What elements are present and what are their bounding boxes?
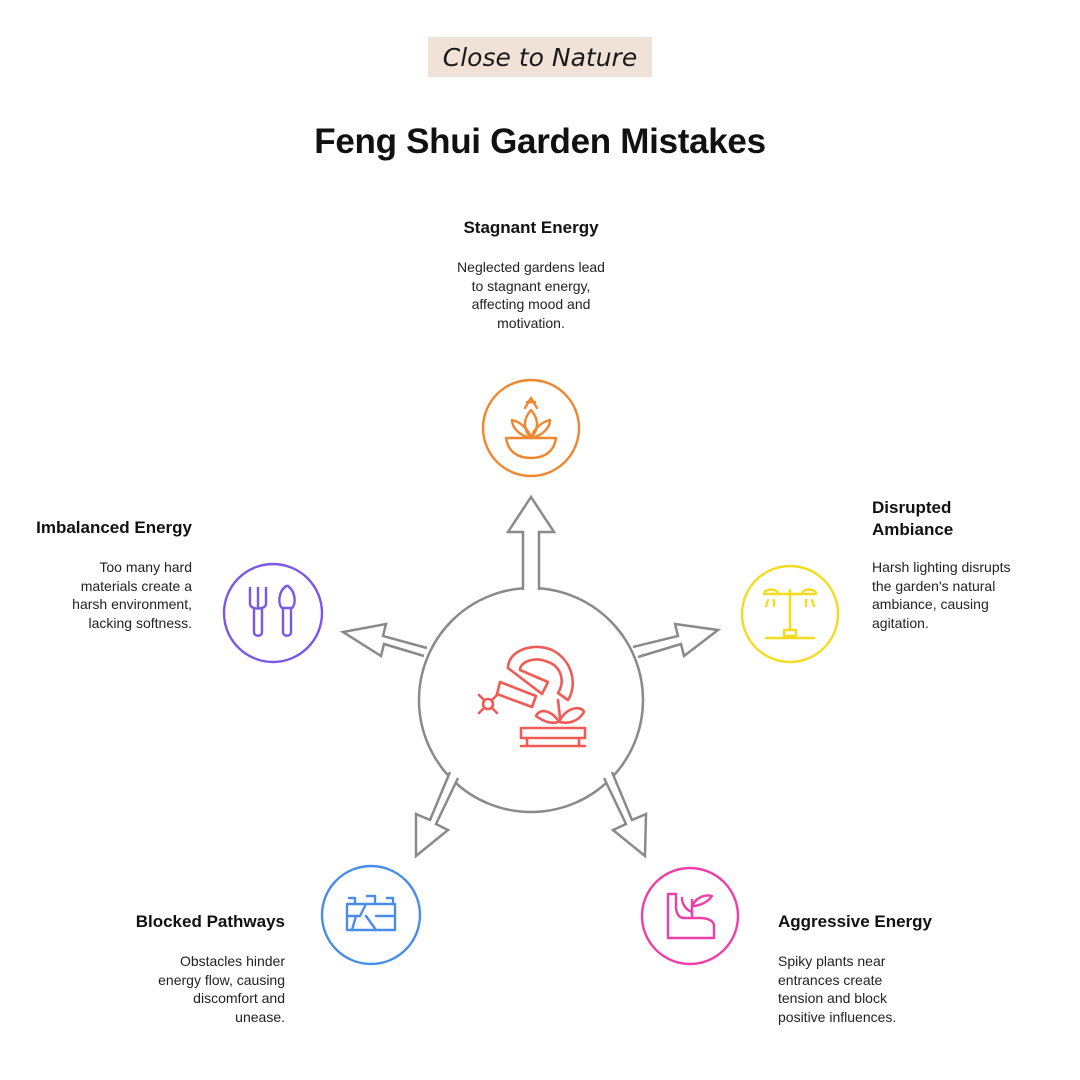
garden-mistake-icon <box>477 645 587 748</box>
desc-line: ambiance, causing <box>872 596 989 612</box>
arrow-down-right <box>602 771 648 859</box>
brand-label: Close to Nature <box>428 37 652 77</box>
arrow-down-left <box>414 771 460 859</box>
lotus-bowl-icon <box>481 378 581 478</box>
imbalanced-energy-title: Imbalanced Energy <box>36 518 192 537</box>
desc-line: materials create a <box>80 577 192 594</box>
desc-line: discomfort and <box>193 990 285 1006</box>
garden-tools-icon <box>222 562 324 664</box>
desc-line: entrances create <box>778 971 883 988</box>
desc-line: Too many hard <box>99 559 192 575</box>
street-lamp-icon <box>740 564 840 664</box>
desc-line: motivation. <box>497 314 565 331</box>
cracked-path-icon <box>320 864 422 966</box>
spiky-plant-icon <box>640 866 740 966</box>
blocked-pathways-title: Blocked Pathways <box>135 912 285 931</box>
desc-line: the garden's natural <box>872 577 996 594</box>
aggressive-energy-title: Aggressive Energy <box>778 912 933 931</box>
disrupted-ambiance-title: Disrupted Ambiance <box>872 497 1052 541</box>
desc-line: agitation. <box>872 614 929 631</box>
arrow-left <box>339 622 428 658</box>
blocked-pathways-desc: Obstacles hinder energy flow, causing di… <box>105 952 285 1026</box>
desc-line: energy flow, causing <box>158 971 285 988</box>
page-title: Feng Shui Garden Mistakes <box>314 122 766 161</box>
desc-line: affecting mood and <box>471 296 591 312</box>
desc-line: Spiky plants near <box>778 953 886 969</box>
title-line: Disrupted <box>872 498 952 517</box>
desc-line: harsh environment, <box>72 596 192 612</box>
desc-line: lacking softness. <box>88 614 193 631</box>
desc-line: Obstacles hinder <box>179 953 285 969</box>
desc-line: positive influences. <box>778 1008 897 1025</box>
disrupted-ambiance-desc: Harsh lighting disrupts the garden's nat… <box>872 558 1067 632</box>
imbalanced-energy-desc: Too many hard materials create a harsh e… <box>12 558 192 632</box>
arrow-up <box>505 494 557 590</box>
desc-line: unease. <box>235 1008 285 1025</box>
desc-line: to stagnant energy, <box>471 277 591 294</box>
stagnant-energy-title: Stagnant Energy <box>463 218 599 237</box>
stagnant-energy-desc: Neglected gardens lead to stagnant energ… <box>421 258 641 332</box>
aggressive-energy-desc: Spiky plants near entrances create tensi… <box>778 952 978 1026</box>
desc-line: Harsh lighting disrupts <box>872 559 1011 575</box>
title-line: Ambiance <box>872 520 954 539</box>
arrow-right <box>632 622 722 659</box>
desc-line: Neglected gardens lead <box>457 259 605 275</box>
desc-line: tension and block <box>778 990 887 1006</box>
hub-arrows <box>339 494 722 859</box>
